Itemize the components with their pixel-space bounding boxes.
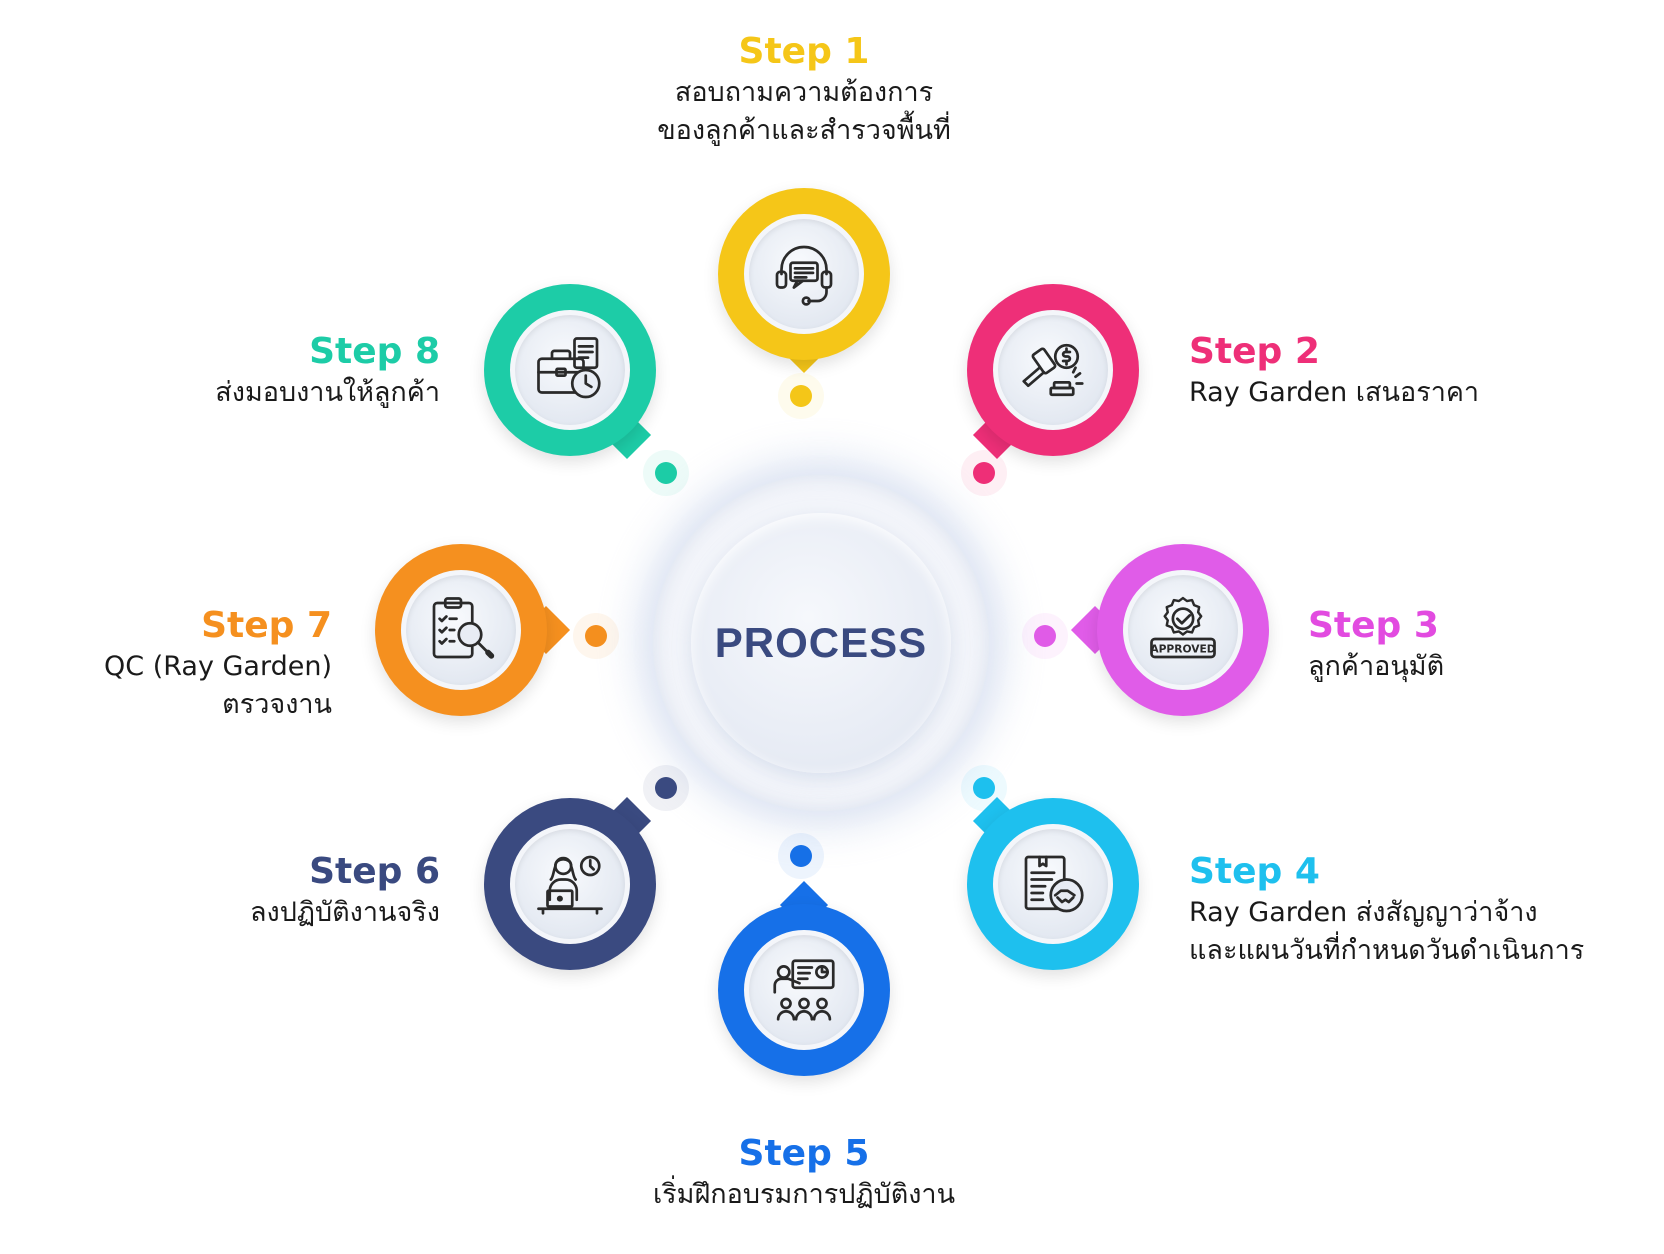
step-1-desc-line-2: ของลูกค้าและสำรวจพื้นที่ <box>657 115 951 146</box>
step-4-desc-line-2: และแผนวันที่กำหนดวันดำเนินการ <box>1189 935 1585 966</box>
step-2-title: Step 2 <box>1189 331 1320 372</box>
step-6-dot <box>643 765 689 811</box>
step-7-desc-line-2: ตรวจงาน <box>222 689 332 720</box>
step-2-desc-line-1: Ray Garden เสนอราคา <box>1189 377 1480 408</box>
step-3-dot <box>1022 613 1068 659</box>
step-6-label: Step 6 ลงปฏิบัติงานจริง <box>140 850 440 932</box>
step-4-label: Step 4 Ray Garden ส่งสัญญาว่าจ้าง และแผน… <box>1189 850 1659 970</box>
training-presentation-icon <box>773 959 835 1021</box>
step-2-bubble <box>967 284 1139 456</box>
step-8-title: Step 8 <box>309 331 440 372</box>
step-7-title: Step 7 <box>201 605 332 646</box>
step-6-desc-line-1: ลงปฏิบัติงานจริง <box>250 897 440 928</box>
step-1-desc-line-1: สอบถามความต้องการ <box>674 77 934 108</box>
step-3-bubble: APPROVED <box>1097 544 1269 716</box>
step-5-desc-line-1: เริ่มฝึกอบรมการปฏิบัติงาน <box>652 1179 956 1210</box>
step-3-title: Step 3 <box>1308 605 1439 646</box>
step-8-desc-line-1: ส่งมอบงานให้ลูกค้า <box>215 377 440 408</box>
step-3-desc-line-1: ลูกค้าอนุมัติ <box>1308 651 1445 682</box>
step-6-icon-disc <box>510 824 630 944</box>
step-1-title: Step 1 <box>738 31 870 72</box>
step-7-icon-disc <box>401 570 521 690</box>
auction-gavel-dollar-icon <box>1022 343 1084 397</box>
step-3-label: Step 3 ลูกค้าอนุมัติ <box>1308 604 1608 686</box>
step-1-dot <box>778 373 824 419</box>
step-3-icon-disc: APPROVED <box>1123 570 1243 690</box>
step-4-desc-line-1: Ray Garden ส่งสัญญาว่าจ้าง <box>1189 897 1538 928</box>
approved-stamp-text: APPROVED <box>1150 643 1215 656</box>
step-7-bubble <box>375 544 547 716</box>
step-8-dot <box>643 450 689 496</box>
clipboard-magnifier-icon <box>432 597 495 659</box>
step-4-bubble <box>967 798 1139 970</box>
step-2-dot <box>961 450 1007 496</box>
approved-stamp-icon: APPROVED <box>1150 596 1216 659</box>
step-1-label: Step 1 สอบถามความต้องการ ของลูกค้าและสำร… <box>600 30 1008 150</box>
step-7-dot <box>573 613 619 659</box>
contract-handshake-icon <box>1024 855 1084 913</box>
step-8-icon-disc <box>510 310 630 430</box>
step-7-label: Step 7 QC (Ray Garden) ตรวจงาน <box>30 604 332 724</box>
step-8-bubble <box>484 284 656 456</box>
step-2-label: Step 2 Ray Garden เสนอราคา <box>1189 330 1589 412</box>
step-5-icon-disc <box>744 930 864 1050</box>
briefcase-clock-icon <box>537 337 601 399</box>
step-8-label: Step 8 ส่งมอบงานให้ลูกค้า <box>100 330 440 412</box>
step-5-dot <box>778 833 824 879</box>
step-4-icon-disc <box>993 824 1113 944</box>
step-2-icon-disc <box>993 310 1113 430</box>
step-4-dot <box>961 765 1007 811</box>
step-1-bubble <box>718 188 890 360</box>
step-6-title: Step 6 <box>309 851 440 892</box>
person-laptop-clock-icon <box>537 855 603 915</box>
step-7-desc-line-1: QC (Ray Garden) <box>104 651 332 682</box>
step-1-icon-disc <box>744 214 864 334</box>
step-5-label: Step 5 เริ่มฝึกอบรมการปฏิบัติงาน <box>600 1132 1008 1214</box>
step-4-title: Step 4 <box>1189 851 1320 892</box>
center-disc: PROCESS <box>691 513 951 773</box>
step-5-bubble <box>718 904 890 1076</box>
step-6-bubble <box>484 798 656 970</box>
headset-chat-icon <box>775 245 833 306</box>
center-title: PROCESS <box>714 619 928 666</box>
step-5-title: Step 5 <box>738 1133 870 1174</box>
